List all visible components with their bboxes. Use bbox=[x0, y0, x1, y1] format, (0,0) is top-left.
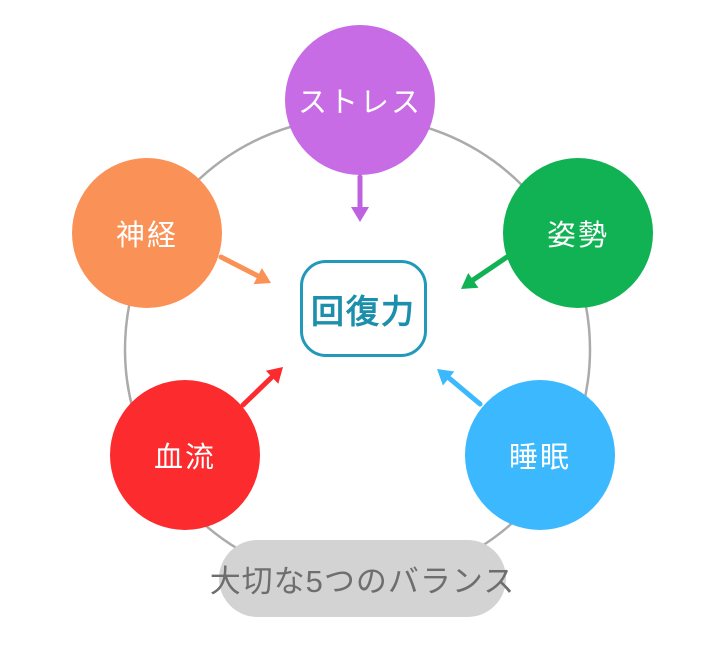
stress-node: ストレス bbox=[285, 25, 435, 175]
sleep-arrow-icon bbox=[437, 369, 483, 407]
sleep-node-label: 睡眠 bbox=[508, 442, 571, 474]
posture-arrow-icon bbox=[461, 254, 510, 289]
caption-pill: 大切な5つのバランス bbox=[210, 540, 514, 617]
center-box: 回復力 bbox=[300, 260, 427, 357]
center-label: 回復力 bbox=[311, 292, 416, 330]
posture-node: 姿勢 bbox=[503, 158, 653, 308]
posture-node-label: 姿勢 bbox=[546, 220, 609, 252]
blood-node: 血流 bbox=[110, 380, 260, 530]
caption-label: 大切な5つのバランス bbox=[209, 564, 516, 599]
blood-node-label: 血流 bbox=[153, 442, 216, 474]
nerve-arrow-icon bbox=[218, 254, 271, 285]
blood-arrow-icon bbox=[240, 367, 283, 408]
nerve-node: 神経 bbox=[72, 158, 222, 308]
stress-node-label: ストレス bbox=[297, 87, 422, 119]
stress-arrow-icon bbox=[351, 174, 369, 222]
sleep-node: 睡眠 bbox=[465, 380, 615, 530]
nerve-node-label: 神経 bbox=[115, 220, 178, 252]
